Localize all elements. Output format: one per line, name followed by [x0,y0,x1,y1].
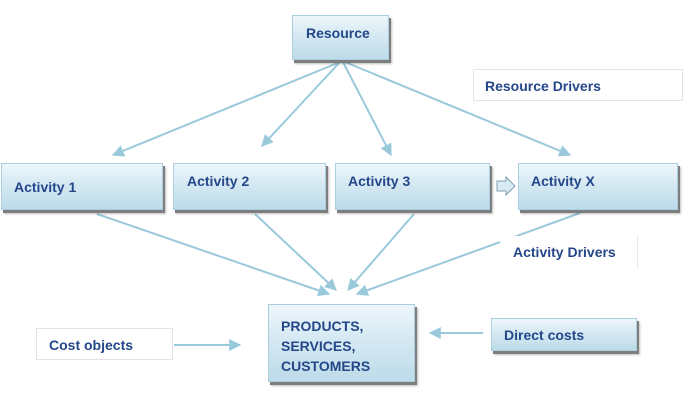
products-services-customers-box: PRODUCTS, SERVICES, CUSTOMERS [268,304,415,382]
products-services-customers-label: PRODUCTS, SERVICES, CUSTOMERS [281,318,371,374]
arrow-activity-1-to-products [96,213,331,297]
activity-drivers-label: Activity Drivers [513,244,616,260]
arrow-activity-2-to-products [254,213,337,291]
activity-x-box: Activity X [518,163,678,210]
activity-2-label: Activity 2 [187,173,250,189]
direct-costs-label: Direct costs [504,327,585,343]
arrow-activity-3-to-products [347,213,415,291]
activity-1-box: Activity 1 [1,163,163,210]
block-arrow-activity-3-to-activity-x [496,175,516,197]
activity-3-box: Activity 3 [335,163,490,210]
resource-box: Resource [292,15,389,60]
activity-x-label: Activity X [531,173,595,189]
direct-costs-box: Direct costs [491,318,637,351]
arrow-resource-to-activity-3 [342,61,392,157]
resource-drivers-label-box: Resource Drivers [473,69,683,101]
cost-objects-label: Cost objects [49,337,134,353]
resource-drivers-label: Resource Drivers [485,78,601,94]
activity-drivers-label-box: Activity Drivers [500,236,638,268]
activity-1-label: Activity 1 [14,179,77,195]
arrow-activity-x-to-products [355,212,581,296]
activity-3-label: Activity 3 [348,173,411,189]
activity-2-box: Activity 2 [173,163,326,210]
cost-objects-label-box: Cost objects [36,328,173,360]
arrow-resource-to-activity-2 [261,61,341,147]
arrow-resource-to-activity-1 [111,61,341,157]
arrow-resource-to-activity-x [344,61,572,157]
resource-label: Resource [306,25,370,41]
